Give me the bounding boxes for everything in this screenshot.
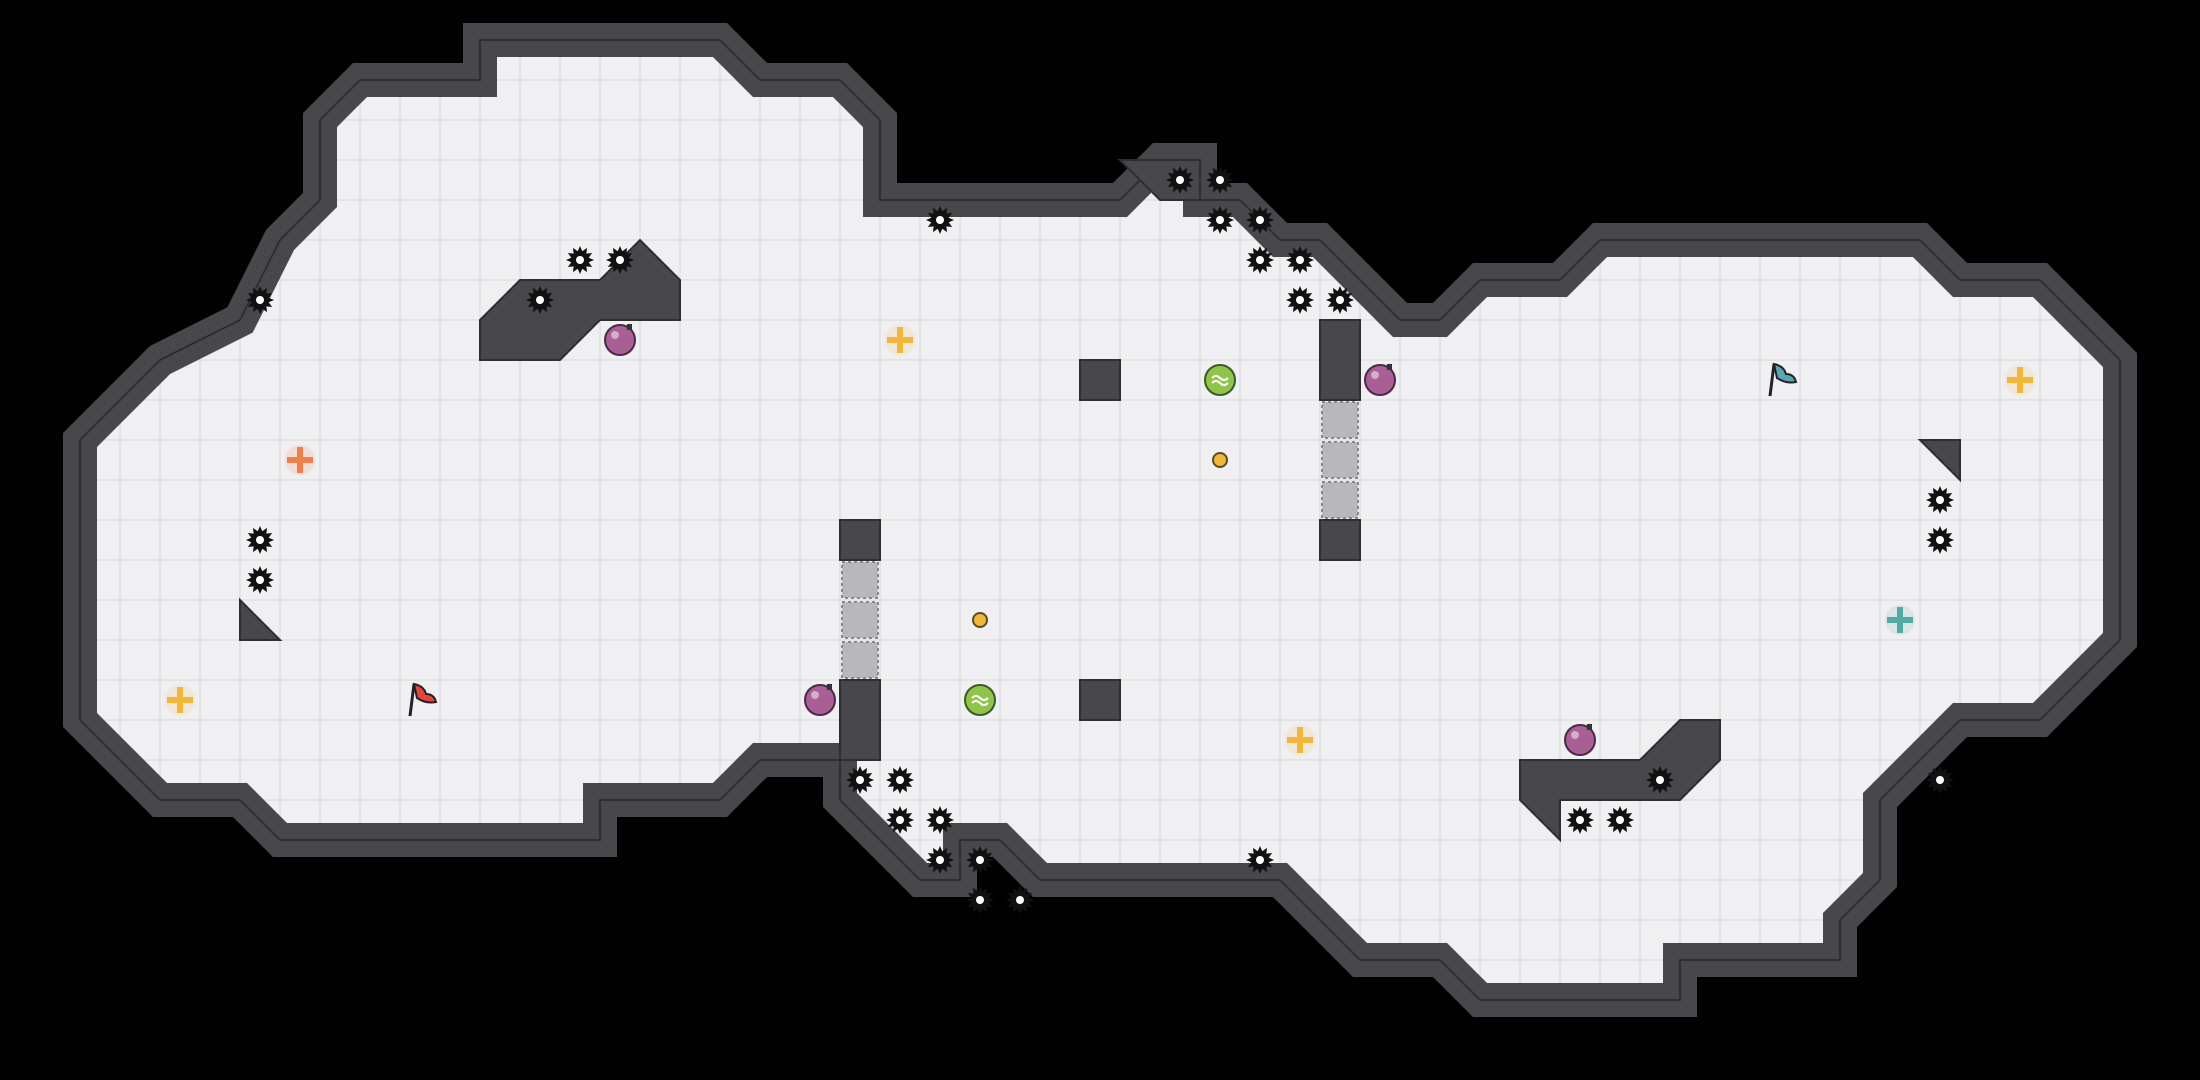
spike-icon <box>846 766 874 794</box>
blue-flag-icon <box>1768 362 1798 397</box>
boost-icon <box>2005 365 2035 395</box>
spike-icon <box>1206 206 1234 234</box>
boost-icon <box>165 685 195 715</box>
gate-tile <box>1321 401 1359 439</box>
spike-icon <box>1926 766 1954 794</box>
spike-icon <box>926 806 954 834</box>
boost-icon <box>885 325 915 355</box>
outer-wall-edge <box>79 39 2121 1001</box>
wall-block-3 <box>839 519 881 561</box>
red-flag-icon <box>408 682 438 717</box>
spike-icon <box>1566 806 1594 834</box>
spike-icon <box>246 526 274 554</box>
spike-icon <box>1006 886 1034 914</box>
spike-icon <box>1926 526 1954 554</box>
boost-icon <box>1285 725 1315 755</box>
spike-icon <box>966 846 994 874</box>
wall-block-0 <box>479 238 681 361</box>
jukejuice-icon <box>1204 364 1236 396</box>
spike-icon <box>246 286 274 314</box>
spike-icon <box>1606 806 1634 834</box>
spike-icon <box>886 806 914 834</box>
spike-icon <box>926 206 954 234</box>
spike-icon <box>926 846 954 874</box>
red-boost-icon <box>285 445 315 475</box>
spike-icon <box>606 246 634 274</box>
spike-icon <box>966 886 994 914</box>
pellet-icon <box>972 612 988 628</box>
bomb-icon <box>1364 364 1396 396</box>
bomb-icon <box>804 684 836 716</box>
spike-icon <box>1246 846 1274 874</box>
spike-icon <box>526 286 554 314</box>
spike-icon <box>1166 166 1194 194</box>
spike-icon <box>1286 246 1314 274</box>
bomb-icon <box>604 324 636 356</box>
wall-block-7 <box>1519 719 1721 843</box>
gate-tile <box>841 561 879 599</box>
spike-icon <box>886 766 914 794</box>
spike-icon <box>246 566 274 594</box>
spike-icon <box>1286 286 1314 314</box>
wall-block-4 <box>1319 519 1361 561</box>
wall-block-9 <box>239 597 283 641</box>
blue-boost-icon <box>1885 605 1915 635</box>
spike-icon <box>1646 766 1674 794</box>
gate-tile <box>1321 481 1359 519</box>
wall-block-1 <box>1079 359 1121 401</box>
spike-icon <box>1206 166 1234 194</box>
spike-icon <box>1246 206 1274 234</box>
gate-tile <box>1321 441 1359 479</box>
spike-icon <box>1246 246 1274 274</box>
spike-icon <box>566 246 594 274</box>
pellet-icon <box>1212 452 1228 468</box>
bomb-icon <box>1564 724 1596 756</box>
wall-layer <box>63 23 2137 1017</box>
wall-block-5 <box>1319 319 1361 401</box>
wall-block-6 <box>839 679 881 761</box>
gate-tile <box>841 601 879 639</box>
spike-icon <box>1326 286 1354 314</box>
wall-block-8 <box>1917 439 1961 483</box>
object-layer <box>165 166 2035 914</box>
wall-block-2 <box>1079 679 1121 721</box>
jukejuice-icon <box>964 684 996 716</box>
gate-tile <box>841 641 879 679</box>
spike-icon <box>1926 486 1954 514</box>
